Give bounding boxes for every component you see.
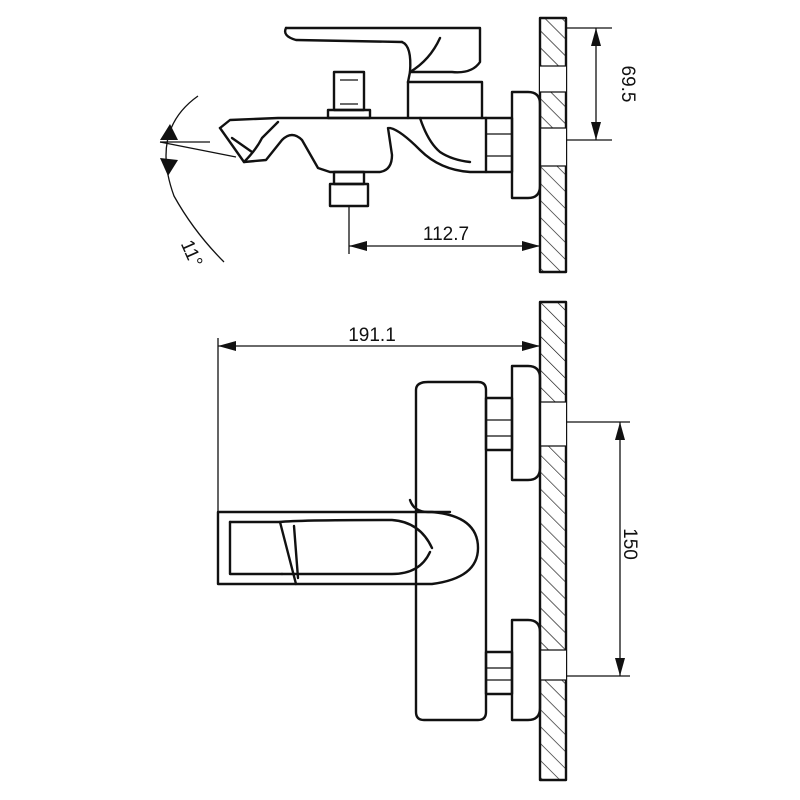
dimension-depth: 112.7 (348, 206, 540, 254)
wall-section-bottom (538, 300, 568, 782)
dimension-angle-label: 11° (176, 237, 206, 271)
mixer-body-side (218, 26, 488, 208)
dimension-height: 69.5 (566, 27, 638, 141)
side-elevation-view: 69.5 112.7 11° (159, 16, 638, 274)
dimension-spacing-label: 150 (619, 528, 640, 560)
dimension-height-label: 69.5 (617, 66, 638, 103)
mixer-body-plan (216, 380, 488, 722)
dimension-depth-label: 112.7 (423, 224, 469, 245)
lower-inlet-flange (484, 618, 542, 722)
wall-flange-top (484, 90, 542, 200)
dimension-length: 191.1 (217, 325, 540, 512)
upper-inlet-flange (484, 364, 542, 482)
dimension-length-label: 191.1 (348, 325, 396, 346)
wall-section-top (538, 16, 568, 274)
dimension-spacing: 150 (566, 421, 640, 677)
dimension-angle: 11° (159, 95, 237, 271)
plan-view: 191.1 150 (216, 300, 640, 782)
